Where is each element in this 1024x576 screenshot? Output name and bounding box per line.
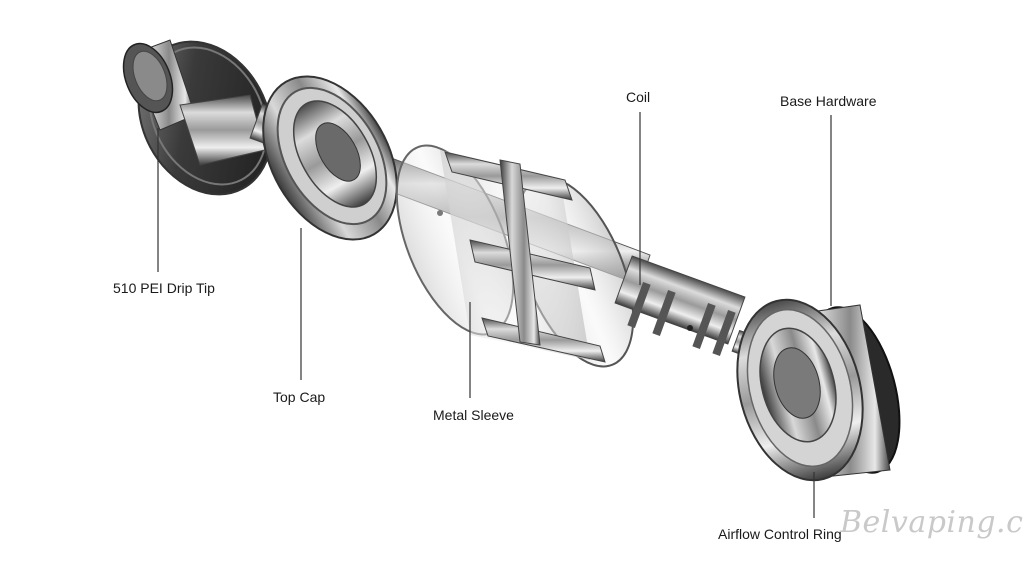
label-airflow-ring: Airflow Control Ring <box>718 526 842 542</box>
base-part <box>736 298 901 482</box>
label-metal-sleeve: Metal Sleeve <box>433 407 514 423</box>
metal-sleeve-part <box>395 144 635 368</box>
top-cap-part <box>262 75 398 241</box>
leader-lines <box>157 112 832 518</box>
label-coil: Coil <box>626 89 651 105</box>
label-top-cap: Top Cap <box>273 389 326 405</box>
label-base-hardware: Base Hardware <box>780 93 877 109</box>
watermark: Belvaping.com <box>840 505 1024 540</box>
drip-tip-part <box>122 39 301 196</box>
label-drip-tip: 510 PEI Drip Tip <box>113 280 215 296</box>
